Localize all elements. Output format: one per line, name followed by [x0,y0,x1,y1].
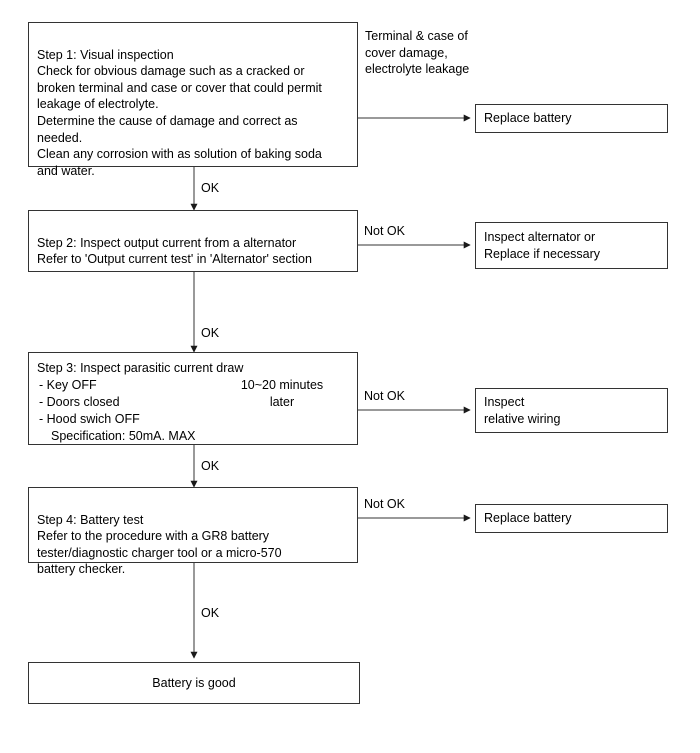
step-1-text: Step 1: Visual inspection Check for obvi… [37,47,322,178]
step-1-condition-note: Terminal & case of cover damage, electro… [365,29,470,77]
replace-battery-step4-label: Replace battery [484,511,572,526]
edge-label-ok-3: OK [201,459,220,473]
battery-is-good-box[interactable]: Battery is good [28,662,360,704]
edge-label-ok-2: OK [201,326,220,340]
inspect-relative-wiring-label: Inspect relative wiring [484,394,561,426]
step-3-parasitic-current-draw-box[interactable]: Step 3: Inspect parasitic current draw -… [28,352,358,445]
step-4-battery-test-box[interactable]: Step 4: Battery test Refer to the proced… [28,487,358,576]
step-3-heading: Step 3: Inspect parasitic current draw [37,361,244,375]
replace-battery-step4-box[interactable]: Replace battery [475,504,668,533]
edge-label-ok-1: OK [201,181,220,195]
edge-label-not-ok-2: Not OK [364,224,405,238]
step-3-bracket-note: 10~20 minutes later [240,378,324,409]
edge-label-not-ok-3: Not OK [364,389,405,403]
inspect-alternator-label: Inspect alternator or Replace if necessa… [484,229,601,261]
battery-is-good-label: Battery is good [152,675,236,690]
step-2-text: Step 2: Inspect output current from a al… [37,235,312,267]
step-2-inspect-output-current-box[interactable]: Step 2: Inspect output current from a al… [28,210,358,272]
inspect-alternator-box[interactable]: Inspect alternator or Replace if necessa… [475,222,668,269]
edge-label-ok-4: OK [201,606,220,620]
step-1-visual-inspection-box[interactable]: Step 1: Visual inspection Check for obvi… [28,22,358,178]
step-3-bullet-list: - Key OFF - Doors closed - Hood swich OF… [39,378,140,426]
edge-label-not-ok-4: Not OK [364,497,405,511]
step-3-specification: Specification: 50mA. MAX [51,429,196,443]
replace-battery-step1-label: Replace battery [484,111,572,126]
replace-battery-step1-box[interactable]: Replace battery [475,104,668,133]
inspect-relative-wiring-box[interactable]: Inspect relative wiring [475,388,668,433]
step-4-text: Step 4: Battery test Refer to the proced… [37,512,282,577]
